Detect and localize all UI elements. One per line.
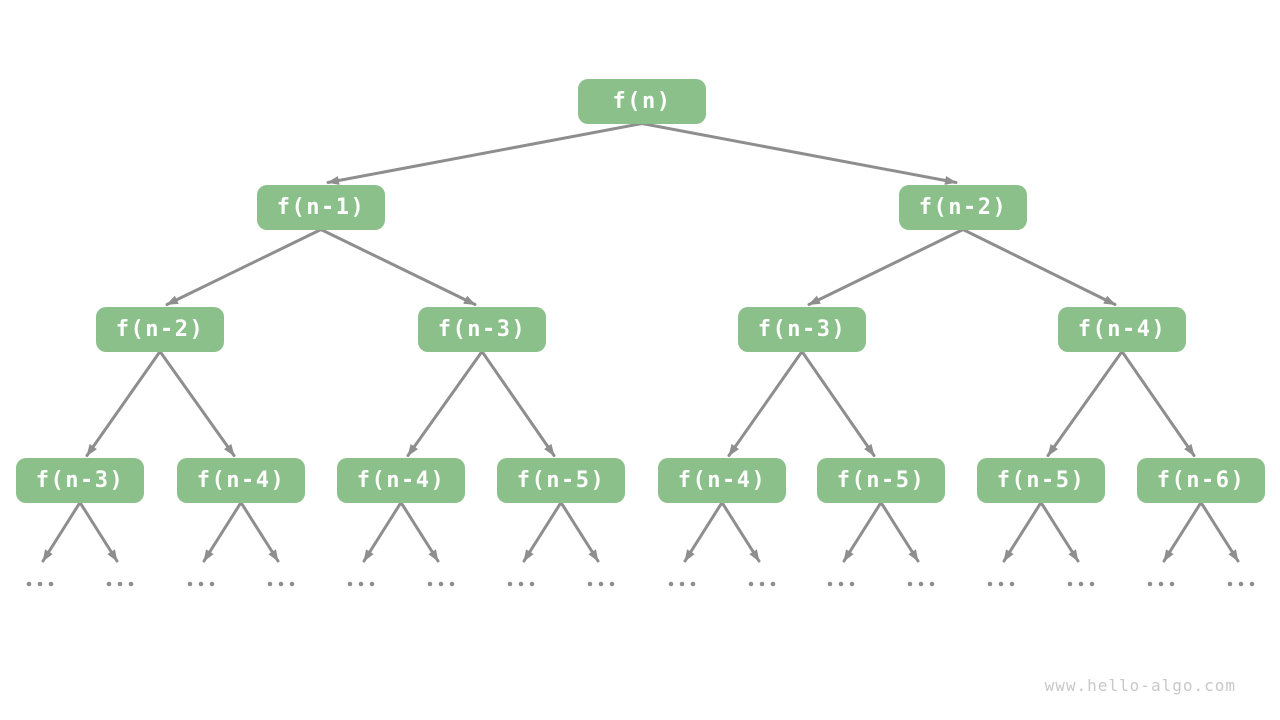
ellipsis-dots bbox=[427, 581, 455, 587]
ellipsis-dots bbox=[26, 581, 54, 587]
tree-edge bbox=[1046, 350, 1124, 457]
tree-node-fn-2: f(n-2) bbox=[96, 306, 224, 352]
tree-edge-to-ellipsis bbox=[202, 501, 243, 563]
tree-edge-to-ellipsis bbox=[1002, 501, 1043, 563]
tree-edge-to-ellipsis bbox=[41, 501, 82, 563]
tree-node-fn-4: f(n-4) bbox=[337, 457, 465, 503]
tree-edge-to-ellipsis bbox=[1162, 501, 1203, 563]
tree-node-fn: f(n) bbox=[578, 78, 706, 124]
tree-node-fn-3: f(n-3) bbox=[418, 306, 546, 352]
tree-edge bbox=[326, 122, 644, 185]
tree-edge bbox=[406, 350, 484, 457]
ellipsis-dots bbox=[1147, 581, 1175, 587]
tree-node-fn-5: f(n-5) bbox=[817, 457, 945, 503]
ellipsis-dots bbox=[748, 581, 776, 587]
ellipsis-dots bbox=[1227, 581, 1255, 587]
tree-node-fn-4: f(n-4) bbox=[1058, 306, 1186, 352]
tree-node-fn-5: f(n-5) bbox=[977, 457, 1105, 503]
ellipsis-dots bbox=[106, 581, 134, 587]
tree-edge-to-ellipsis bbox=[1199, 501, 1240, 563]
ellipsis-dots bbox=[987, 581, 1015, 587]
tree-edge bbox=[158, 350, 236, 457]
tree-node-fn-3: f(n-3) bbox=[738, 306, 866, 352]
ellipsis-dots bbox=[827, 581, 855, 587]
tree-node-fn-1: f(n-1) bbox=[257, 184, 385, 230]
tree-edge bbox=[85, 350, 162, 457]
tree-edge bbox=[165, 228, 323, 306]
tree-edge-to-ellipsis bbox=[239, 501, 280, 563]
tree-edge bbox=[319, 228, 477, 306]
tree-edge bbox=[1120, 350, 1196, 457]
tree-edge bbox=[480, 350, 556, 457]
tree-edge bbox=[640, 122, 958, 185]
tree-node-fn-6: f(n-6) bbox=[1137, 457, 1265, 503]
ellipsis-dots bbox=[267, 581, 295, 587]
ellipsis-dots bbox=[187, 581, 215, 587]
watermark: www.hello-algo.com bbox=[1044, 676, 1236, 695]
tree-edge-to-ellipsis bbox=[522, 501, 563, 563]
ellipsis-dots bbox=[907, 581, 935, 587]
tree-node-fn-2: f(n-2) bbox=[899, 184, 1027, 230]
tree-edge-to-ellipsis bbox=[559, 501, 600, 563]
tree-edge-to-ellipsis bbox=[78, 501, 119, 563]
tree-node-fn-4: f(n-4) bbox=[177, 457, 305, 503]
tree-edge-to-ellipsis bbox=[683, 501, 724, 563]
ellipsis-dots bbox=[1067, 581, 1095, 587]
tree-node-fn-4: f(n-4) bbox=[658, 457, 786, 503]
ellipsis-dots bbox=[587, 581, 615, 587]
tree-edge-to-ellipsis bbox=[720, 501, 761, 563]
tree-edge bbox=[800, 350, 876, 457]
tree-edge-to-ellipsis bbox=[362, 501, 403, 563]
tree-edge-to-ellipsis bbox=[399, 501, 440, 563]
tree-edge bbox=[727, 350, 804, 457]
tree-node-fn-3: f(n-3) bbox=[16, 457, 144, 503]
tree-edge-to-ellipsis bbox=[842, 501, 883, 563]
ellipsis-dots bbox=[507, 581, 535, 587]
tree-edge-to-ellipsis bbox=[879, 501, 920, 563]
ellipsis-dots bbox=[668, 581, 696, 587]
ellipsis-dots bbox=[347, 581, 375, 587]
tree-node-fn-5: f(n-5) bbox=[497, 457, 625, 503]
tree-edge bbox=[807, 228, 965, 306]
tree-edge bbox=[961, 228, 1117, 306]
tree-edge-to-ellipsis bbox=[1039, 501, 1080, 563]
